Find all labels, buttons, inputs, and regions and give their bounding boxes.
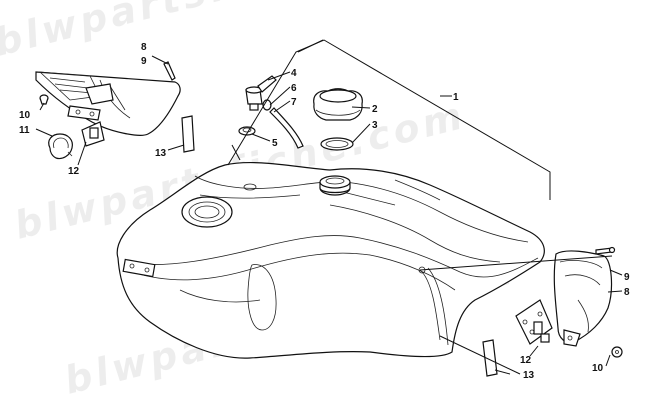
callout-8-lower: 8 — [624, 287, 630, 298]
pump-grommet-lower — [611, 346, 623, 358]
callout-10-upper: 10 — [19, 110, 31, 121]
leader-lines — [35, 39, 623, 375]
callout-4: 4 — [291, 68, 297, 79]
callout-7: 7 — [291, 97, 297, 108]
clamp-ring — [48, 133, 73, 160]
pump-grommet-upper — [39, 94, 49, 105]
vent-grommet — [238, 126, 256, 136]
callout-6: 6 — [291, 83, 297, 94]
fuel-cap — [313, 88, 363, 121]
cap-gasket — [320, 137, 354, 151]
pump-screw-upper — [163, 61, 176, 81]
callout-12-lower: 12 — [520, 355, 532, 366]
callout-2: 2 — [372, 104, 378, 115]
callout-11: 11 — [19, 125, 30, 136]
callout-13-lower: 13 — [523, 370, 535, 381]
vent-valve — [245, 75, 277, 111]
fuel-sensor-upper — [81, 121, 105, 147]
vent-hose — [269, 107, 304, 149]
callout-9-lower: 9 — [624, 272, 630, 283]
callout-8-upper: 8 — [141, 42, 147, 53]
callout-5: 5 — [272, 138, 278, 149]
callout-12-upper: 12 — [68, 166, 80, 177]
callout-13-upper: 13 — [155, 148, 167, 159]
fuel-sensor-lower — [515, 299, 553, 345]
fuel-pump-bracket-lower — [553, 250, 613, 347]
callout-3: 3 — [372, 120, 378, 131]
callouts: 1 2 3 4 5 6 7 8 9 10 11 12 13 9 8 10 12 … — [19, 42, 630, 381]
callout-10-lower: 10 — [592, 363, 604, 374]
hose-lower — [482, 339, 498, 377]
fuel-pump-bracket-upper — [35, 71, 181, 136]
hose-upper — [181, 115, 195, 153]
pump-screw-lower — [595, 246, 616, 255]
callout-9-upper: 9 — [141, 56, 147, 67]
fuel-tank — [116, 161, 545, 359]
callout-1: 1 — [453, 92, 459, 103]
